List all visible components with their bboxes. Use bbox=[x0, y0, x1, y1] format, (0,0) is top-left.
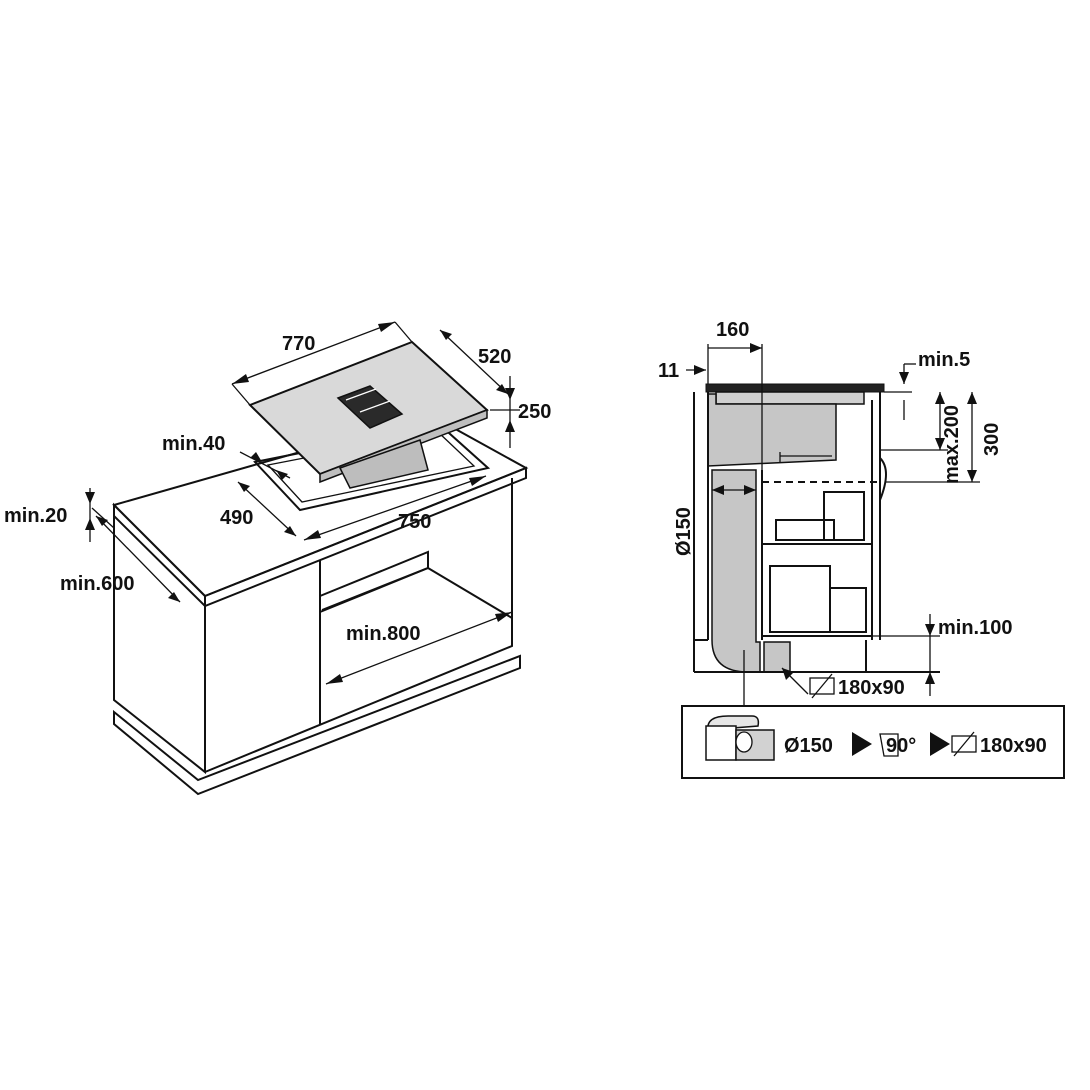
rect-duct-legend-icon bbox=[951, 735, 977, 753]
worktop-side-edge bbox=[204, 466, 527, 608]
dim-min40-label: min.40 bbox=[162, 433, 225, 455]
section-pot-small bbox=[829, 587, 867, 633]
dim-490-label: 490 bbox=[220, 507, 253, 529]
dim-min5-label: min.5 bbox=[918, 349, 970, 371]
legend-90-label: 90° bbox=[886, 735, 916, 757]
legend-frame bbox=[681, 705, 1065, 779]
section-door-handle bbox=[879, 457, 887, 501]
dim-min20-label: min.20 bbox=[4, 505, 67, 527]
section-pot-top bbox=[823, 491, 865, 541]
dim-min800-label: min.800 bbox=[346, 623, 420, 645]
section-duct-outlet bbox=[763, 641, 791, 673]
dim-160-label: 160 bbox=[716, 319, 749, 341]
dim-180x90-label: 180x90 bbox=[838, 677, 905, 699]
cabinet-plinth bbox=[113, 654, 521, 796]
hob-motor-box bbox=[338, 439, 429, 489]
dim-min600-label: min.600 bbox=[60, 573, 134, 595]
cabinet-isometric-view: 770 520 250 min.40 490 750 min.20 bbox=[4, 321, 551, 796]
dim-11-label: 11 bbox=[658, 360, 679, 382]
dim-770-label: 770 bbox=[282, 333, 315, 355]
cabinet-shelf bbox=[321, 566, 513, 619]
dim-520-label: 520 bbox=[478, 346, 511, 368]
rect-duct-symbol bbox=[809, 677, 835, 695]
duct-kit-icon bbox=[705, 715, 775, 761]
section-duct bbox=[711, 469, 761, 673]
section-worktop bbox=[705, 383, 885, 393]
cabinet-left-side bbox=[113, 516, 206, 775]
legend-arrow-2 bbox=[930, 732, 950, 756]
dim-750-label: 750 bbox=[398, 511, 431, 533]
cabinet-front-right bbox=[204, 478, 513, 773]
duct-kit-legend: Ø150 90° 180x90 bbox=[681, 705, 1065, 779]
cabinet-section-view: 160 11 min.5 max.200 300 Ø150 bbox=[658, 319, 1012, 706]
section-pan-top bbox=[775, 519, 835, 541]
legend-o150-label: Ø150 bbox=[784, 735, 833, 757]
elbow-90-icon bbox=[879, 733, 899, 757]
dim-min100-label: min.100 bbox=[938, 617, 1012, 639]
dim-o150-label: Ø150 bbox=[673, 507, 695, 556]
dim-max200-label: max.200 bbox=[941, 405, 963, 484]
section-extractor-box bbox=[707, 393, 837, 467]
section-hob-body bbox=[715, 391, 865, 405]
dim-300-label: 300 bbox=[981, 423, 1003, 456]
section-pot-large bbox=[769, 565, 831, 633]
dim-250-label: 250 bbox=[518, 401, 551, 423]
legend-arrow-1 bbox=[852, 732, 872, 756]
oven-recess bbox=[319, 550, 429, 613]
legend-180x90-label: 180x90 bbox=[980, 735, 1047, 757]
